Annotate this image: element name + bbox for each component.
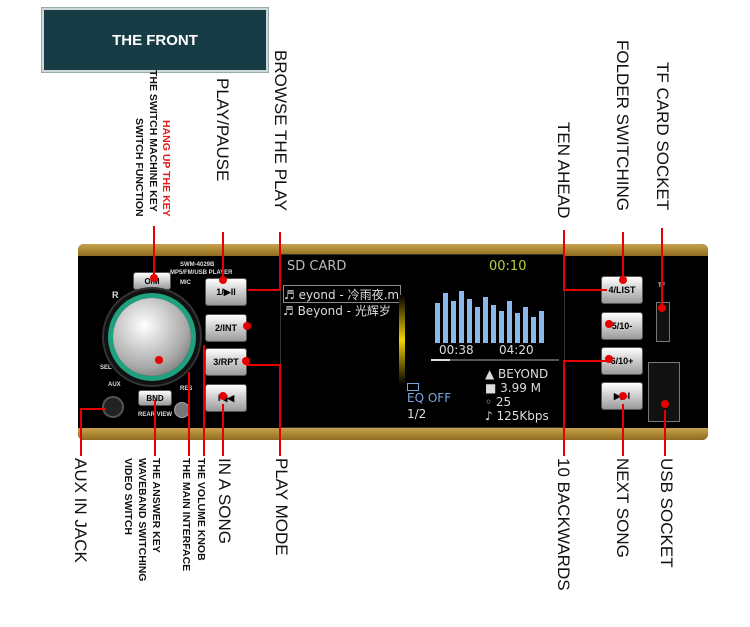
int-button[interactable]: 2/INT (205, 314, 247, 342)
divider-glow (399, 295, 405, 385)
pointer-dot-prev (219, 392, 227, 400)
pointer-line-in-song (222, 404, 224, 456)
total-time: 04:20 (499, 343, 534, 357)
pointer-line-play-mode-h (246, 364, 280, 366)
pointer-line-usb (664, 410, 666, 456)
pointer-dot-knob (155, 356, 163, 364)
pointer-dot-om (150, 274, 158, 282)
size-text: ■ 3.99 M (485, 381, 542, 395)
label-hang-up: HANG UP THE KEY (160, 120, 172, 217)
page-title: THE FRONT (112, 31, 198, 49)
pointer-line-browse (279, 232, 281, 290)
pointer-dot-plus (605, 355, 613, 363)
pointer-line-ten-ahead (563, 230, 565, 290)
pointer-line-aux (80, 408, 82, 456)
res-label: RES (180, 386, 193, 392)
display-screen: SD CARD 00:10 ♬ eyond - 冷雨夜.m ♬ Beyond -… (280, 254, 565, 428)
label-play-pause: PLAY/PAUSE (213, 78, 232, 182)
pointer-dot-next (619, 392, 627, 400)
label-switch-function: SWITCH FUNCTION (133, 118, 145, 217)
pointer-line-play-mode (279, 364, 281, 456)
tf-card-slot[interactable] (656, 302, 670, 342)
rpt-button[interactable]: 3/RPT (205, 348, 247, 376)
label-usb-socket: USB SOCKET (657, 458, 676, 568)
volume-knob[interactable] (113, 298, 191, 376)
label-next-song: NEXT SONG (613, 458, 632, 558)
label-ten-backwards: 10 BACKWARDS (554, 458, 573, 591)
label-browse: BROWSE THE PLAY (271, 50, 290, 211)
progress-bar[interactable] (431, 359, 559, 361)
pointer-line-om (153, 226, 155, 278)
aux-label: AUX (108, 382, 121, 388)
subtitle-label: MP5/FM/USB PLAYER (170, 270, 233, 276)
bitrate-text: ♪ 125Kbps (485, 409, 549, 423)
label-play-mode: PLAY MODE (272, 458, 291, 556)
pointer-line-ten-ahead-h (563, 289, 607, 291)
track-row[interactable]: ♬ Beyond - 光辉岁 (283, 304, 391, 318)
pointer-line-browse-h (248, 289, 280, 291)
page-text: 1/2 (407, 407, 427, 421)
pointer-line-volume (203, 345, 205, 456)
spectrum-icon (435, 291, 544, 343)
label-video-switch: VIDEO SWITCH (122, 458, 134, 536)
label-volume-knob: THE VOLUME KNOB (195, 458, 207, 561)
pointer-line-ten-back (563, 360, 565, 456)
pointer-line-ten-back-h (563, 360, 607, 362)
eq-text: EQ OFF (407, 391, 452, 405)
label-in-a-song: IN A SONG (215, 458, 234, 544)
label-tf-socket: TF CARD SOCKET (653, 62, 672, 211)
label-waveband: WAVEBAND SWITCHING (136, 458, 148, 582)
elapsed-time: 00:38 (439, 343, 474, 357)
pointer-line-interface (188, 372, 190, 456)
sel-label: SEL (100, 365, 112, 371)
pointer-dot-int (243, 322, 251, 330)
aux-jack[interactable] (102, 396, 124, 418)
pointer-dot-tf (658, 304, 666, 312)
label-aux-jack: AUX IN JACK (71, 458, 90, 563)
battery-icon (407, 383, 419, 391)
pointer-dot-usb (661, 400, 669, 408)
gold-trim-top (78, 244, 708, 256)
label-main-interface: THE MAIN INTERFACE (180, 458, 192, 572)
source-text: SD CARD (287, 259, 347, 274)
pointer-dot-minus (605, 320, 613, 328)
pointer-line-aux-h (80, 408, 106, 410)
pointer-dot-rpt (242, 357, 250, 365)
reset-r-label: R (112, 290, 119, 300)
pointer-dot-play (219, 276, 227, 284)
gold-trim-bottom (78, 428, 708, 440)
clock-text: 00:10 (489, 259, 527, 274)
pointer-line-tf (661, 228, 663, 308)
track-row-selected[interactable]: ♬ eyond - 冷雨夜.m (283, 285, 401, 303)
pointer-line-bnd (154, 400, 156, 456)
artist-text: ▲ BEYOND (485, 367, 549, 381)
label-answer-key: THE ANSWER KEY (150, 458, 162, 553)
model-label: SWM-4029B (180, 262, 215, 268)
pointer-line-folder (622, 232, 624, 278)
pointer-line-play (222, 232, 224, 280)
volume-text: ◦ 25 (485, 395, 512, 409)
label-ten-ahead: TEN AHEAD (554, 122, 573, 219)
pointer-line-next (622, 404, 624, 456)
mic-label: MIC (180, 280, 191, 286)
minus-ten-button[interactable]: 5/10- (601, 312, 643, 340)
title-box: THE FRONT (42, 8, 268, 72)
label-switch-key: THE SWITCH MACHINE KEY (147, 70, 159, 212)
label-folder-switching: FOLDER SWITCHING (613, 40, 632, 211)
play-pause-button[interactable]: 1/▶II (205, 278, 247, 306)
pointer-dot-list (619, 276, 627, 284)
